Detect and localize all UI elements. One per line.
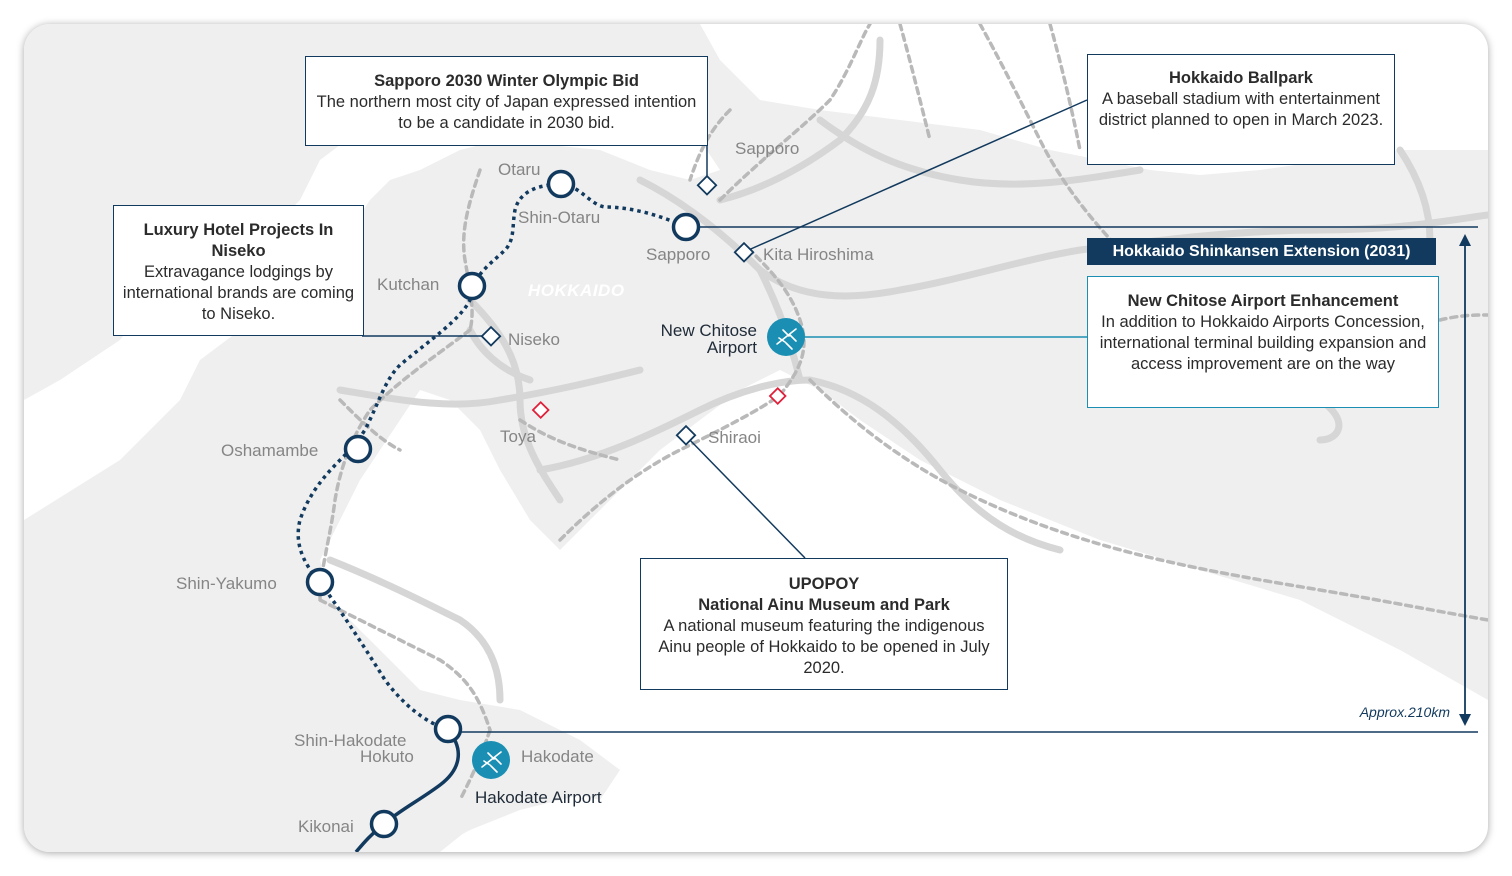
airplane-icon[interactable] [767, 318, 805, 356]
callout-subtitle: National Ainu Museum and Park [698, 596, 950, 614]
callout-title: UPOPOY [788, 575, 860, 593]
place-label-sapporo: Sapporo [735, 139, 799, 158]
airport-label-chitose: New Chitose [661, 321, 757, 340]
callout-body: A baseball stadium with entertainment di… [1098, 90, 1384, 129]
station-circle-icon[interactable] [671, 212, 701, 242]
station-label-kutchan: Kutchan [377, 275, 439, 294]
station-circle-icon[interactable] [433, 714, 463, 744]
diamond-marker-icon[interactable] [480, 325, 502, 347]
callout-title: Luxury Hotel Projects In Niseko [143, 221, 334, 260]
place-label-toya: Toya [500, 427, 536, 446]
callout-title: Sapporo 2030 Winter Olympic Bid [374, 72, 639, 90]
stations [305, 169, 701, 839]
place-label-hakodate: Hakodate [521, 747, 594, 766]
land-mass [24, 24, 1488, 852]
callout-title: New Chitose Airport Enhancement [1127, 292, 1399, 310]
station-circle-icon[interactable] [343, 434, 373, 464]
diamond-marker-icon[interactable] [768, 386, 787, 406]
diamond-marker-icon[interactable] [733, 241, 755, 263]
callout-body: The northern most city of Japan expresse… [316, 93, 697, 132]
callout-ballpark: Hokkaido Ballpark A baseball stadium wit… [1087, 54, 1395, 165]
callout-upopoy: UPOPOY National Ainu Museum and Park A n… [640, 558, 1008, 690]
place-label-kita-hiroshima: Kita Hiroshima [763, 245, 874, 264]
place-label-niseko: Niseko [508, 330, 560, 349]
callout-chitose-airport: New Chitose Airport Enhancement In addit… [1087, 276, 1439, 408]
diamond-marker-icon[interactable] [675, 424, 697, 446]
callout-body: Extravagance lodgings by international b… [122, 263, 355, 323]
station-circle-icon[interactable] [305, 567, 335, 597]
station-label-shin-hakodate: Shin-Hakodate [294, 731, 406, 750]
region-label: HOKKAIDO [528, 281, 625, 300]
conventional-rail [318, 24, 1488, 802]
airport-markers [472, 318, 805, 779]
station-label-oshamambe: Oshamambe [221, 441, 318, 460]
callout-body: In addition to Hokkaido Airports Concess… [1099, 313, 1427, 373]
diamond-marker-icon[interactable] [531, 400, 550, 420]
station-circle-icon[interactable] [369, 809, 399, 839]
distance-label: Approx.210km [1359, 704, 1450, 720]
poi-markers [480, 174, 787, 446]
station-label-shin-otaru: Shin-Otaru [518, 208, 600, 227]
station-label-otaru: Otaru [498, 160, 541, 179]
place-label-shiraoi: Shiraoi [708, 428, 761, 447]
shinkansen-banner: Hokkaido Shinkansen Extension (2031) [1087, 238, 1436, 265]
airport-label-chitose-2: Airport [707, 338, 757, 357]
callout-olympic-bid: Sapporo 2030 Winter Olympic Bid The nort… [305, 56, 708, 146]
airport-label-hakodate: Hakodate Airport [475, 788, 602, 807]
station-label-sapporo: Sapporo [646, 245, 710, 264]
station-label-hokuto: Hokuto [360, 747, 414, 766]
diamond-marker-icon[interactable] [696, 174, 718, 196]
station-label-kikonai: Kikonai [298, 817, 354, 836]
callout-body: A national museum featuring the indigeno… [658, 617, 990, 677]
distance-arrow [1459, 234, 1471, 726]
shinkansen-existing [354, 728, 460, 852]
callout-niseko-hotels: Luxury Hotel Projects In Niseko Extravag… [113, 205, 364, 336]
station-circle-icon[interactable] [457, 271, 487, 301]
airplane-icon[interactable] [472, 741, 510, 779]
station-circle-icon[interactable] [546, 169, 576, 199]
callout-title: Hokkaido Ballpark [1169, 69, 1313, 87]
station-label-shin-yakumo: Shin-Yakumo [176, 574, 277, 593]
